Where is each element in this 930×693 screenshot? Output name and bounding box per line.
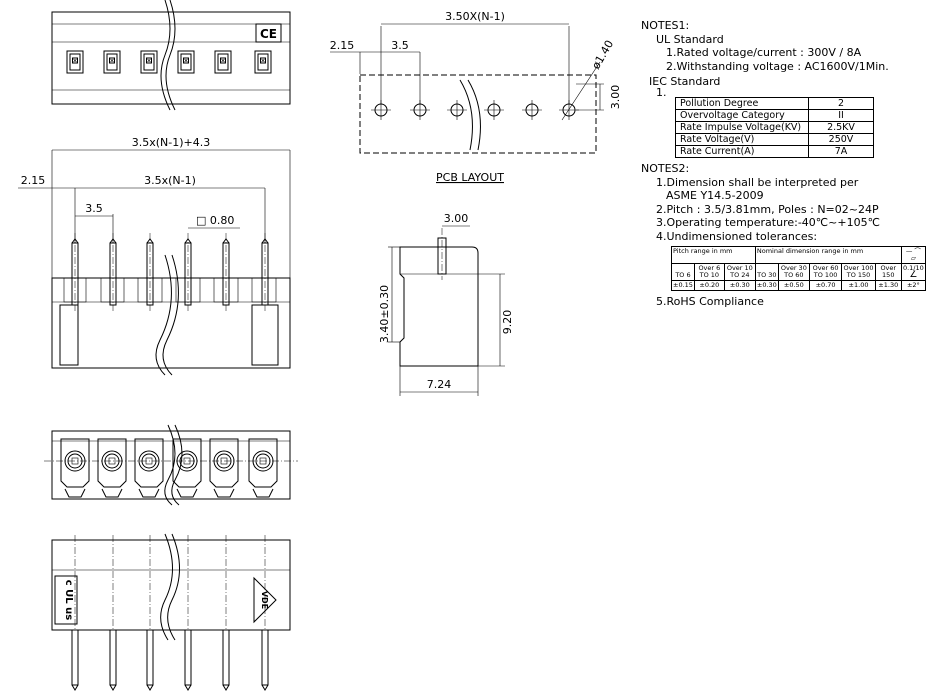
tol-col: Over 6 TO 10	[693, 262, 725, 281]
iec-param: Rate Voltage(V)	[675, 132, 809, 146]
note-dimension: 1.Dimension shall be interpreted per	[656, 175, 859, 189]
tol-angle-value: ±2°	[900, 279, 927, 291]
tol-col: TO 30	[754, 262, 779, 281]
ul-mark-box	[54, 575, 78, 625]
table-row: ±0.15 ±0.20 ±0.30 ±0.30 ±0.50 ±0.70 ±1.0…	[671, 279, 927, 291]
iec-value: 250V	[808, 132, 874, 146]
rear-pins	[71, 629, 269, 691]
tol-nominal-header: Nominal dimension range in mm	[754, 245, 902, 264]
iec-number: 1.	[656, 85, 667, 99]
iec-value: 7A	[808, 144, 874, 158]
dim-side-height: 9.20	[501, 310, 514, 335]
ce-mark-box	[255, 23, 282, 43]
tol-col: Over 60 TO 100	[808, 262, 843, 281]
dim-pin-square: □ 0.80	[196, 214, 234, 227]
notes2-heading: NOTES2:	[641, 161, 690, 175]
side-view: 3.00 3.40±0.30 9.20 7.24	[378, 212, 514, 396]
iec-param: Rate Current(A)	[675, 144, 809, 158]
ul-mark: c UL us	[63, 580, 74, 621]
dim-row-space: 3.00	[609, 85, 622, 110]
tol-angle-symbol: ∠	[909, 269, 918, 280]
note-rohs: 5.RoHS Compliance	[656, 294, 764, 308]
screw-heads	[60, 438, 278, 498]
iec-standard-heading: IEC Standard	[649, 75, 721, 89]
iec-value: II	[808, 108, 874, 122]
notes1-heading: NOTES1:	[641, 19, 690, 32]
tol-col: TO 6	[671, 262, 695, 281]
break-line	[160, 0, 171, 111]
tol-value: ±0.30	[723, 279, 756, 291]
tol-flat-cell: 0.1/10∠	[900, 262, 927, 281]
dim-pitch-formula-top: 3.50X(N-1)	[445, 10, 505, 23]
tol-value: ±0.30	[754, 279, 779, 291]
note-pitch: 2.Pitch : 3.5/3.81mm, Poles : N=02~24P	[656, 202, 879, 216]
tolerance-table: Pitch range in mm Nominal dimension rang…	[671, 245, 927, 291]
tol-value: ±1.30	[874, 279, 902, 291]
dim-side-width: 7.24	[427, 378, 452, 391]
tol-value: ±0.15	[671, 279, 695, 291]
rear-view: c UL us VDE	[51, 533, 291, 691]
vde-mark-shape	[253, 576, 277, 624]
iec-param: Overvoltage Category	[675, 108, 809, 122]
table-row: Rate Current(A)7A	[675, 144, 874, 158]
table-row: Rate Voltage(V)250V	[675, 132, 874, 146]
tol-col: Over 150	[874, 262, 902, 281]
tol-value: ±0.20	[693, 279, 725, 291]
tol-flat-symbols: — ⌒ ▱	[900, 245, 927, 264]
tol-value: ±0.50	[777, 279, 810, 291]
tol-pitch-header: Pitch range in mm	[671, 245, 756, 264]
table-row: TO 6 Over 6 TO 10 Over 10 TO 24 TO 30 Ov…	[671, 262, 927, 281]
tol-col: Over 10 TO 24	[723, 262, 756, 281]
dim-overall-width: 3.5x(N-1)+4.3	[132, 136, 211, 149]
note-temperature: 3.Operating temperature:-40℃~+105℃	[656, 216, 880, 230]
dim-offset-top: 2.15	[330, 39, 355, 52]
ul-withstanding-voltage: 2.Withstanding voltage : AC1600V/1Min.	[666, 59, 889, 73]
pcb-holes	[370, 99, 580, 121]
dim-pitch-formula: 3.5x(N-1)	[144, 174, 196, 187]
dim-left-offset: 2.15	[21, 174, 46, 187]
ce-mark: CE	[260, 27, 277, 41]
iec-value: 2	[808, 96, 874, 110]
top-view-screws	[44, 424, 298, 506]
iec-param: Pollution Degree	[675, 96, 809, 110]
pcb-layout: 3.50X(N-1) 2.15 3.5 ø1.40 3.00 PCB LAYOU…	[330, 10, 622, 184]
ul-rated-voltage: 1.Rated voltage/current : 300V / 8A	[666, 46, 862, 60]
dim-pitch: 3.5	[85, 202, 103, 215]
front-view-pin-slots	[66, 50, 272, 74]
iec-param: Rate Impulse Voltage(KV)	[675, 120, 809, 134]
note-asme: ASME Y14.5-2009	[666, 189, 764, 203]
table-row: Pitch range in mm Nominal dimension rang…	[671, 245, 927, 264]
tol-value: ±0.70	[808, 279, 843, 291]
pcb-layout-label: PCB LAYOUT	[436, 171, 504, 184]
front-pins	[71, 232, 269, 312]
table-row: Rate Impulse Voltage(KV)2.5KV	[675, 120, 874, 134]
dim-side-pin-offset: 3.00	[444, 212, 469, 225]
iec-value: 2.5KV	[808, 120, 874, 134]
dim-pitch-top: 3.5	[391, 39, 409, 52]
front-view-pins: 3.5x(N-1)+4.3 2.15 3.5x(N-1) 3.5 □ 0.80	[18, 136, 291, 376]
tol-value: ±1.00	[841, 279, 876, 291]
notes-panel: NOTES1: UL Standard 1.Rated voltage/curr…	[641, 19, 927, 308]
ul-standard-heading: UL Standard	[656, 32, 724, 46]
tol-col: Over 30 TO 60	[777, 262, 810, 281]
front-view-top: CE	[51, 0, 291, 111]
tol-flat-value: 0.1/10	[902, 263, 924, 272]
tol-col: Over 100 TO 150	[841, 262, 876, 281]
note-tolerances: 4.Undimensioned tolerances:	[656, 229, 818, 243]
dim-side-pin-height: 3.40±0.30	[378, 285, 391, 343]
dim-hole-dia: ø1.40	[589, 38, 616, 72]
vde-mark: VDE	[260, 591, 269, 609]
